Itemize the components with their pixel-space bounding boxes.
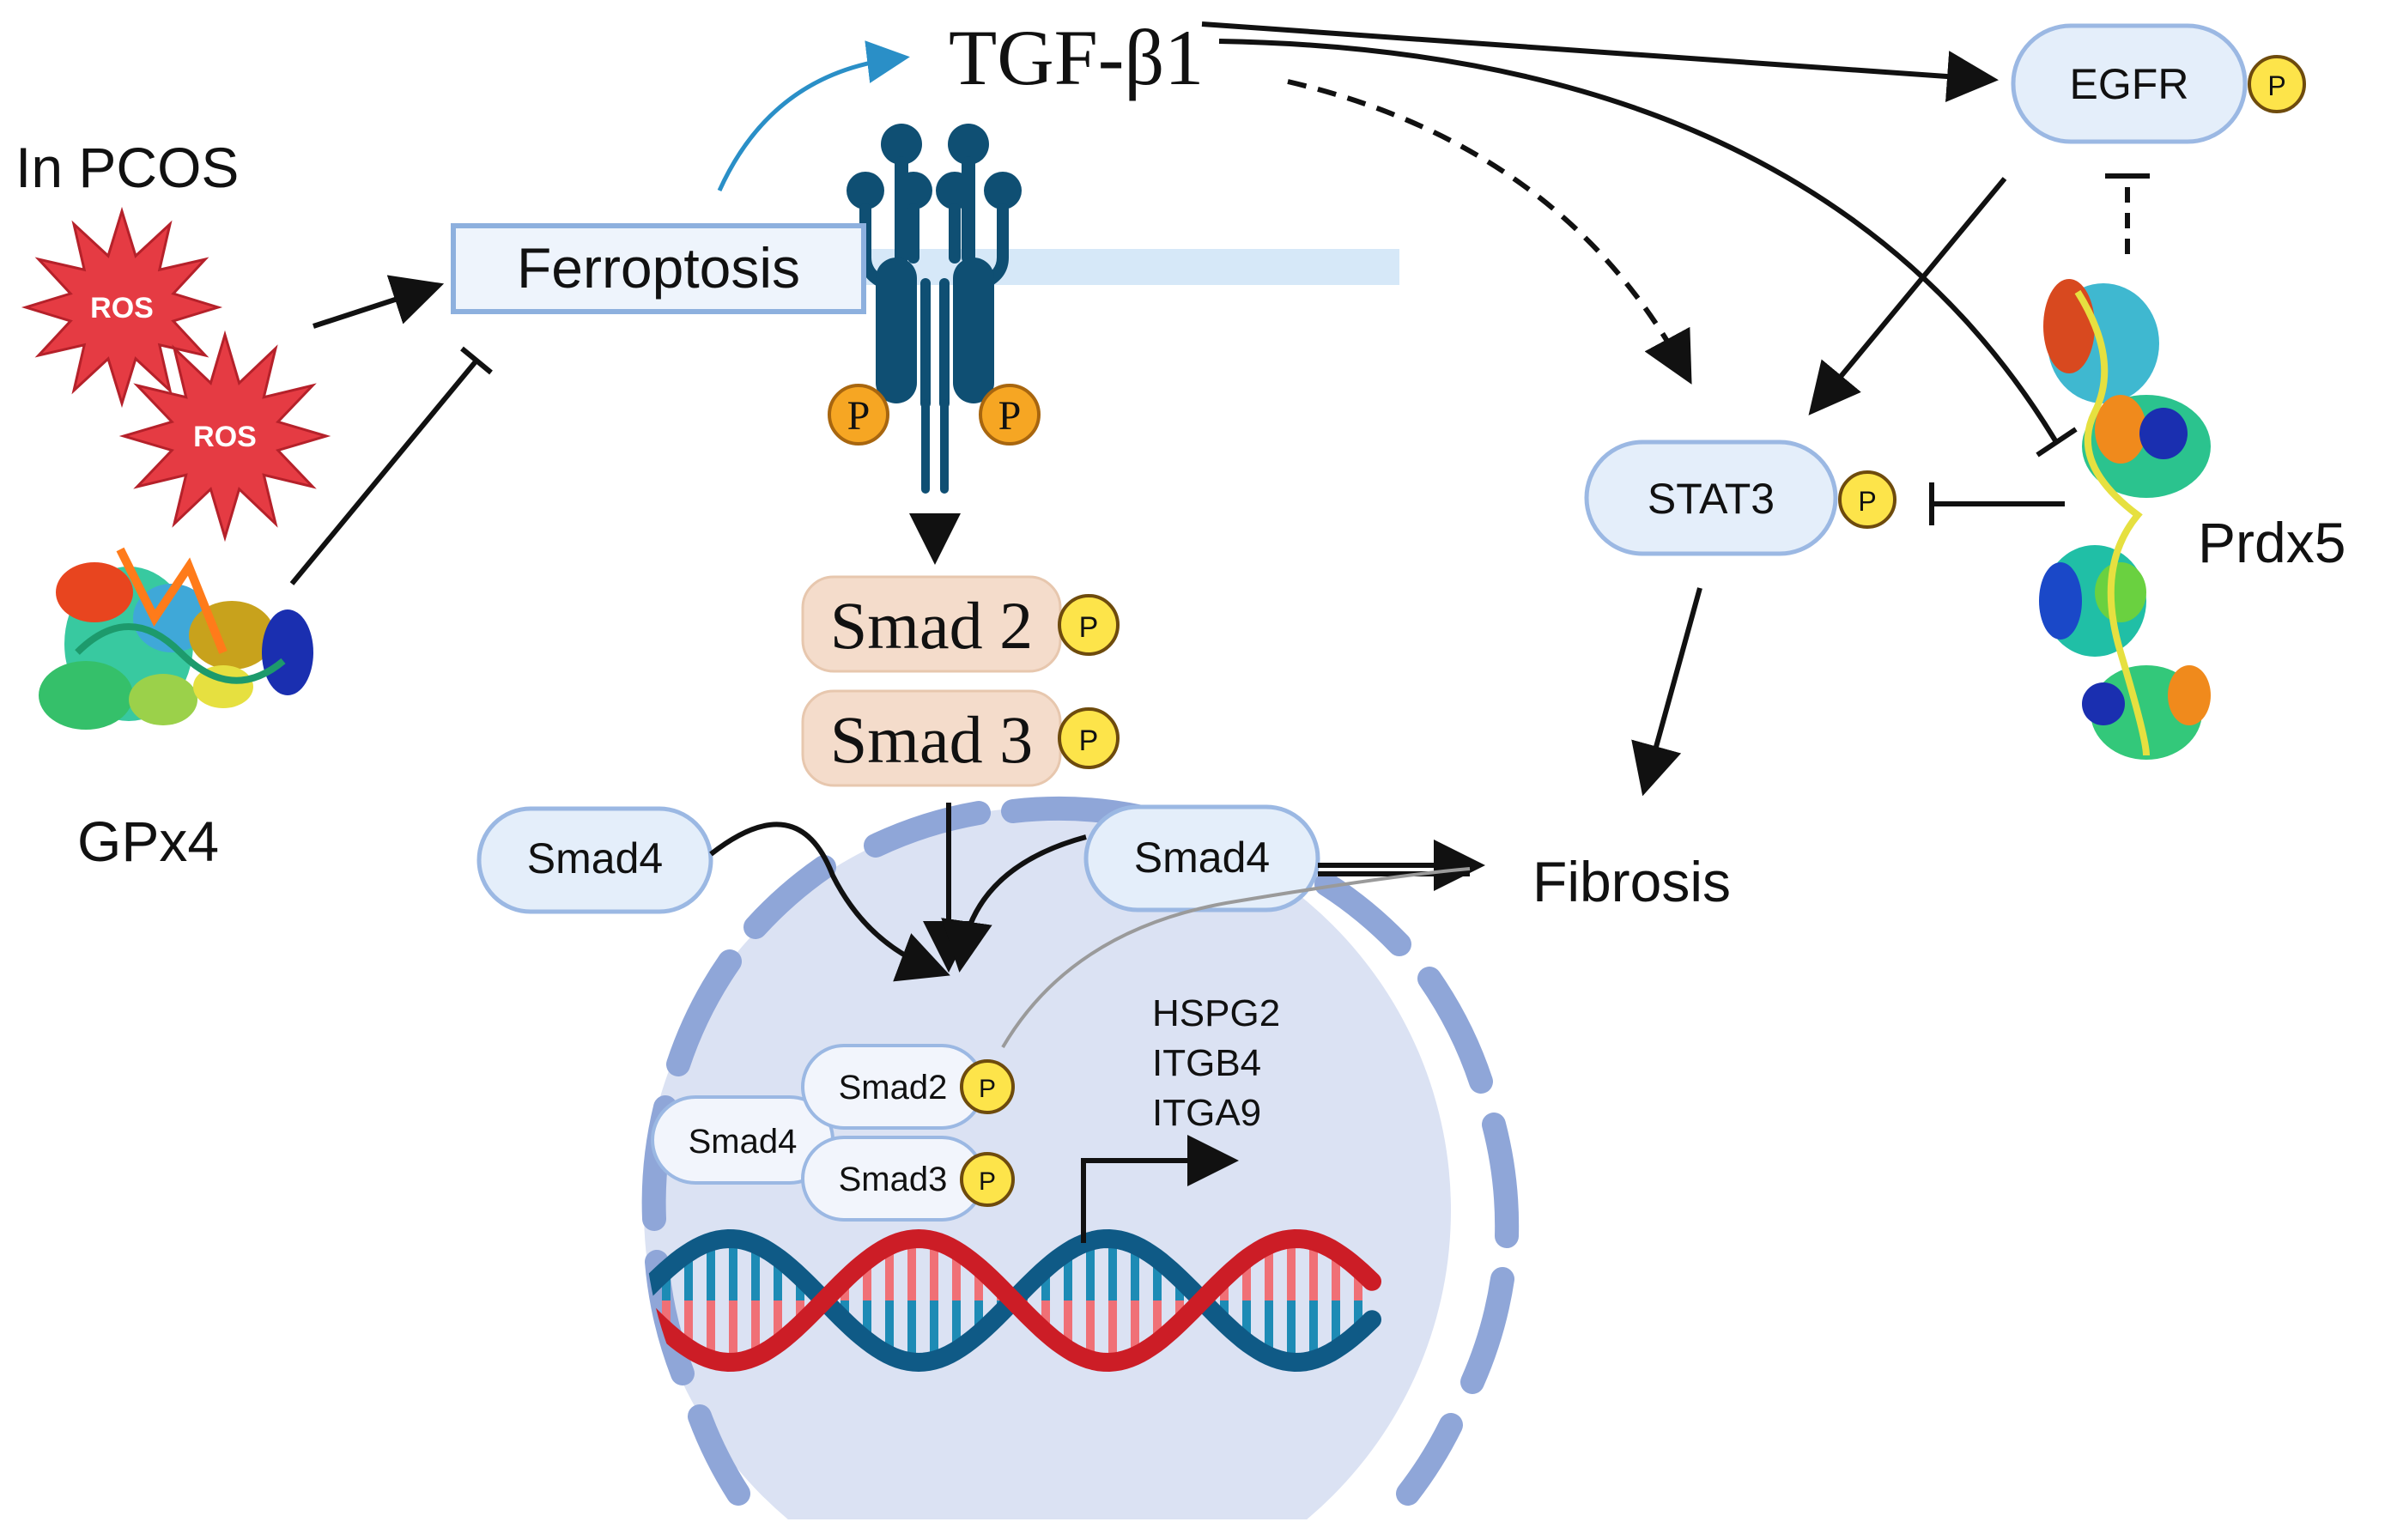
dna-strand-red [644, 1228, 1381, 1373]
svg-text:Smad2: Smad2 [839, 1069, 948, 1106]
ros-burst-1: ROS [21, 206, 223, 409]
smad3-phospho-badge: P [1058, 707, 1120, 769]
nuclear-smad2-phospho: P [960, 1059, 1015, 1114]
arrow-smad4-right-nucleus [941, 834, 1087, 973]
dashed-tgf-stat3 [1287, 79, 1692, 385]
svg-text:Smad4: Smad4 [689, 1123, 798, 1161]
inhibit-gpx4-ferroptosis [289, 359, 479, 585]
svg-text:Smad4: Smad4 [1134, 834, 1270, 882]
nuclear-smad3-phospho: P [960, 1152, 1015, 1207]
arrow-stat3-fibrosis [1631, 587, 1702, 797]
gpx4-protein-icon [39, 547, 313, 730]
egfr-pill: EGFR [2011, 23, 2248, 144]
arrow-egfr-stat3 [1808, 177, 2007, 415]
inhibit-tgf-prdx5 [1218, 39, 2059, 444]
svg-text:P: P [979, 1167, 996, 1196]
smad2-pill: Smad 2 [801, 575, 1062, 673]
arrow-tgf-egfr [1201, 21, 1999, 102]
svg-text:P: P [998, 393, 1022, 439]
arrow-ferroptosis-tgf [717, 40, 910, 192]
inhibit-tgf-prdx5-bar [2036, 427, 2078, 458]
receptor-phospho-right: P [979, 384, 1041, 446]
gene-itgb4: ITGB4 [1152, 1042, 1261, 1084]
prdx5-protein-icon [2039, 279, 2211, 760]
gene-itga9: ITGA9 [1152, 1092, 1261, 1134]
arrow-nucleus-fibrosis [1001, 867, 1471, 1049]
svg-text:P: P [979, 1075, 996, 1103]
fibrosis-label: Fibrosis [1532, 850, 1731, 913]
arrow-ros-ferroptosis [313, 275, 445, 329]
stat3-phospho-badge: P [1838, 470, 1896, 529]
svg-text:P: P [2267, 70, 2285, 101]
transcription-arrow [1081, 1135, 1239, 1243]
nuclear-smad4: Smad4 [651, 1095, 834, 1185]
pathway-arrows [289, 21, 2150, 1049]
gpx4-label: GPx4 [77, 809, 219, 873]
svg-text:P: P [1079, 725, 1099, 757]
svg-text:Smad 3: Smad 3 [830, 702, 1033, 777]
dna-helix [644, 1228, 1381, 1373]
dna-strand-blue [644, 1228, 1381, 1373]
smad4-pill-right: Smad4 [1083, 804, 1320, 912]
condition-label: In PCOS [15, 136, 239, 199]
svg-text:Smad 2: Smad 2 [830, 588, 1033, 663]
tgf-receptor [847, 124, 1022, 494]
cell-membrane [859, 249, 1399, 285]
receptor-phospho-left: P [828, 384, 889, 446]
smad3-pill: Smad 3 [801, 689, 1062, 787]
gene-hspg2: HSPG2 [1152, 992, 1280, 1034]
smad2-phospho-badge: P [1058, 594, 1120, 656]
svg-text:Ferroptosis: Ferroptosis [517, 236, 800, 300]
nuclear-smad3: Smad3 [801, 1136, 985, 1222]
svg-text:EGFR: EGFR [2070, 60, 2189, 108]
svg-text:P: P [1079, 611, 1099, 644]
nuclear-smad2: Smad2 [801, 1044, 985, 1130]
smad4-pill-left: Smad4 [476, 806, 713, 914]
arrow-smad4-left-nucleus [709, 822, 950, 982]
stat3-pill: STAT3 [1584, 440, 1838, 556]
svg-text:Smad3: Smad3 [839, 1161, 948, 1198]
svg-text:Smad4: Smad4 [527, 834, 663, 882]
svg-text:P: P [1858, 486, 1876, 517]
svg-text:P: P [847, 393, 871, 439]
egfr-phospho-badge: P [2248, 55, 2306, 113]
inhibit-gpx4-bar [460, 346, 493, 375]
prdx5-label: Prdx5 [2198, 511, 2346, 574]
ferroptosis-box: Ferroptosis [451, 223, 866, 314]
svg-text:STAT3: STAT3 [1648, 475, 1775, 523]
svg-text:ROS: ROS [193, 421, 257, 453]
tgf-label: TGF-β1 [949, 14, 1204, 101]
svg-text:ROS: ROS [90, 292, 154, 324]
ros-burst-2: ROS [118, 330, 331, 543]
